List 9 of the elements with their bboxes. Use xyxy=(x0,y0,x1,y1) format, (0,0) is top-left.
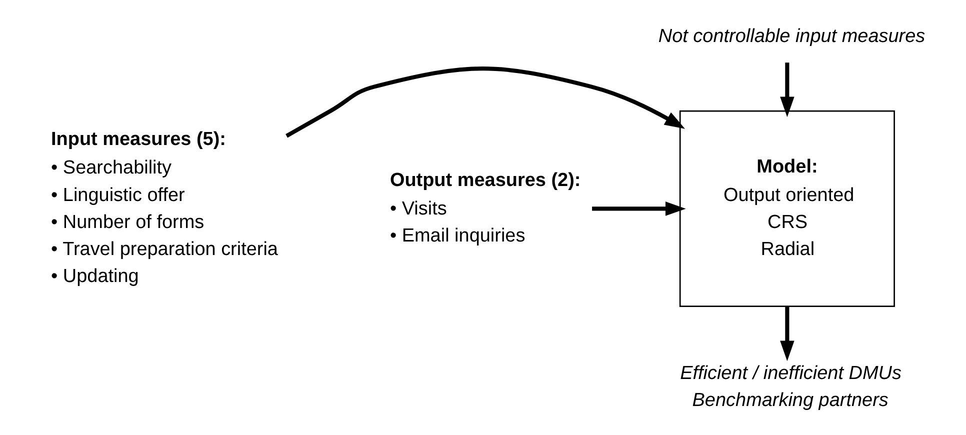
node-text: Output measures (2): • Visits • Email inquiries xyxy=(389,170,580,246)
node-text: Not controllable input measures xyxy=(658,26,925,48)
arrow xyxy=(780,306,794,362)
node-text: Input measures (5): • Searchability • Linguistic offer • Number of forms • Travel preparation criteria • Updating xyxy=(50,129,278,288)
arrow xyxy=(285,66,684,138)
arrow xyxy=(780,62,794,118)
node-box: Model: Output oriented CRS Radial xyxy=(678,110,894,307)
node-text: Efficient / inefficient DMUs Benchmarking partners xyxy=(680,363,901,412)
arrow xyxy=(592,202,686,216)
